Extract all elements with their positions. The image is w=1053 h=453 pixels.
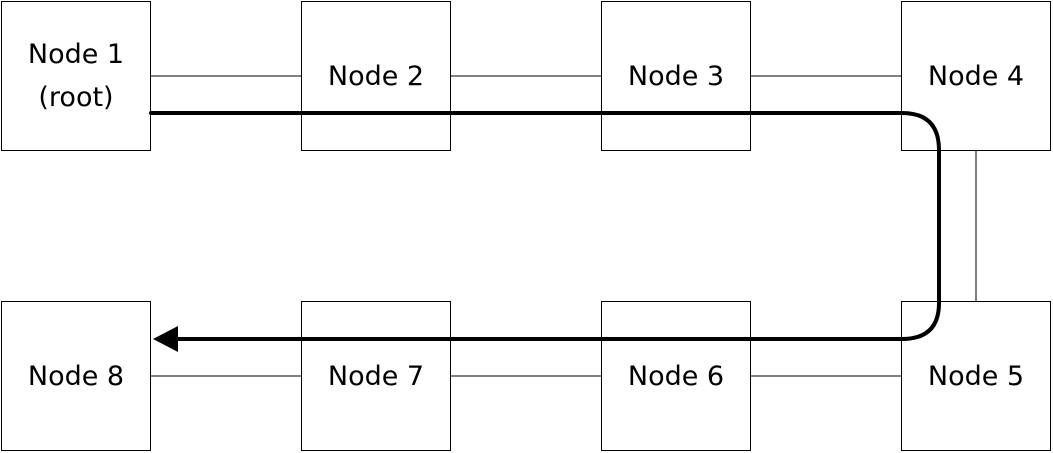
node-5[interactable]: Node 5 — [901, 301, 1051, 451]
node-8-label: Node 8 — [28, 361, 124, 392]
node-2-label: Node 2 — [328, 61, 424, 92]
traversal-line — [149, 111, 941, 341]
traversal-arrow-head — [153, 326, 178, 352]
node-8-box — [1, 301, 151, 451]
node-3-label: Node 3 — [628, 61, 724, 92]
node-6-box — [601, 301, 751, 451]
node-3[interactable]: Node 3 — [601, 1, 751, 151]
node-4[interactable]: Node 4 — [901, 1, 1051, 151]
node-7-box — [301, 301, 451, 451]
node-8[interactable]: Node 8 — [1, 301, 151, 451]
node-6[interactable]: Node 6 — [601, 301, 751, 451]
node-7-label: Node 7 — [328, 361, 424, 392]
node-1-sublabel: (root) — [38, 82, 113, 113]
node-1[interactable]: Node 1 (root) — [1, 1, 151, 151]
node-5-box — [901, 301, 1051, 451]
node-2[interactable]: Node 2 — [301, 1, 451, 151]
node-1-box — [1, 1, 151, 151]
node-4-label: Node 4 — [928, 61, 1024, 92]
node-4-box — [901, 1, 1051, 151]
node-7[interactable]: Node 7 — [301, 301, 451, 451]
node-2-box — [301, 1, 451, 151]
node-1-label: Node 1 — [28, 39, 124, 70]
traversal-path — [149, 111, 941, 352]
node-3-box — [601, 1, 751, 151]
node-5-label: Node 5 — [928, 361, 1024, 392]
links — [151, 75, 977, 377]
node-6-label: Node 6 — [628, 361, 724, 392]
